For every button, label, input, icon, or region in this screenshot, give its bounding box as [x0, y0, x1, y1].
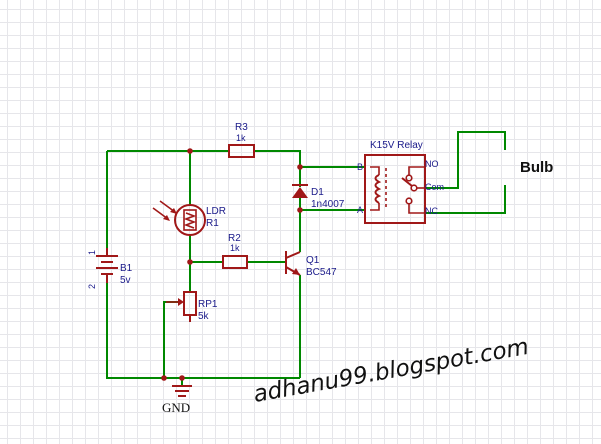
r3-name-label: R3 — [235, 122, 248, 133]
r2-value-label: 1k — [230, 243, 240, 253]
wire-left-rail-bottom — [106, 283, 300, 379]
wires — [106, 131, 506, 386]
q1-name-label: Q1 — [306, 255, 320, 266]
r2-name-label: R2 — [228, 233, 241, 244]
light-arrows-icon — [152, 200, 177, 221]
wire-rp1-wiper — [163, 301, 179, 378]
relay-pin-b-label: B — [357, 162, 363, 172]
battery-b1[interactable]: 1 2 B1 5v — [87, 248, 133, 289]
relay-pin-no-label: NO — [425, 159, 439, 169]
wire-top-right — [254, 150, 301, 187]
b1-name-label: B1 — [120, 263, 133, 274]
ground-symbol[interactable]: GND — [162, 385, 192, 415]
rp1-value-label: 5k — [198, 311, 210, 322]
ldr-r1[interactable]: LDR R1 — [152, 200, 226, 236]
wiper-arrow-icon — [178, 298, 184, 306]
wire-nc-to-bulb — [425, 185, 506, 214]
emitter-arrow-icon — [292, 268, 300, 275]
q1-value-label: BC547 — [306, 267, 337, 278]
relay-pin-a-label: A — [357, 205, 363, 215]
r3-value-label: 1k — [236, 133, 246, 143]
battery-pin1-label: 1 — [87, 250, 97, 255]
diode-symbol-icon — [292, 187, 308, 198]
rp1-name-label: RP1 — [198, 299, 218, 310]
d1-value-label: 1n4007 — [311, 199, 345, 210]
relay-coil-icon — [374, 174, 382, 204]
junction-dot — [161, 375, 167, 381]
relay-k1[interactable]: K15V Relay B A NO Com NC — [357, 140, 444, 224]
ground-label: GND — [162, 400, 190, 415]
relay-pin-com-label: Com — [425, 182, 444, 192]
junction-dot — [297, 164, 303, 170]
junction-dot — [297, 207, 303, 213]
junction-dot — [179, 375, 185, 381]
junctions — [161, 148, 303, 381]
watermark-text: adhanu99.blogspot.com — [252, 334, 531, 408]
relay-title-label: K15V Relay — [370, 140, 423, 151]
ldr-name-label: R1 — [206, 218, 219, 229]
diode-d1[interactable]: D1 1n4007 — [292, 184, 345, 210]
transistor-q1[interactable]: Q1 BC547 — [285, 251, 337, 278]
battery-pin2-label: 2 — [87, 284, 97, 289]
junction-dot — [187, 259, 193, 265]
resistor-r2[interactable]: R2 1k — [222, 233, 248, 269]
d1-name-label: D1 — [311, 187, 324, 198]
b1-value-label: 5v — [120, 275, 131, 286]
relay-pin-nc-label: NC — [425, 206, 438, 216]
junction-dot — [187, 148, 193, 154]
potentiometer-rp1[interactable]: RP1 5k — [166, 291, 218, 322]
resistor-r3[interactable]: R3 1k — [228, 122, 255, 158]
ldr-type-label: LDR — [206, 206, 226, 217]
bulb-label: Bulb — [520, 159, 553, 176]
relay-switch-arm-icon — [401, 177, 413, 187]
wire-com-to-bulb — [425, 131, 506, 189]
